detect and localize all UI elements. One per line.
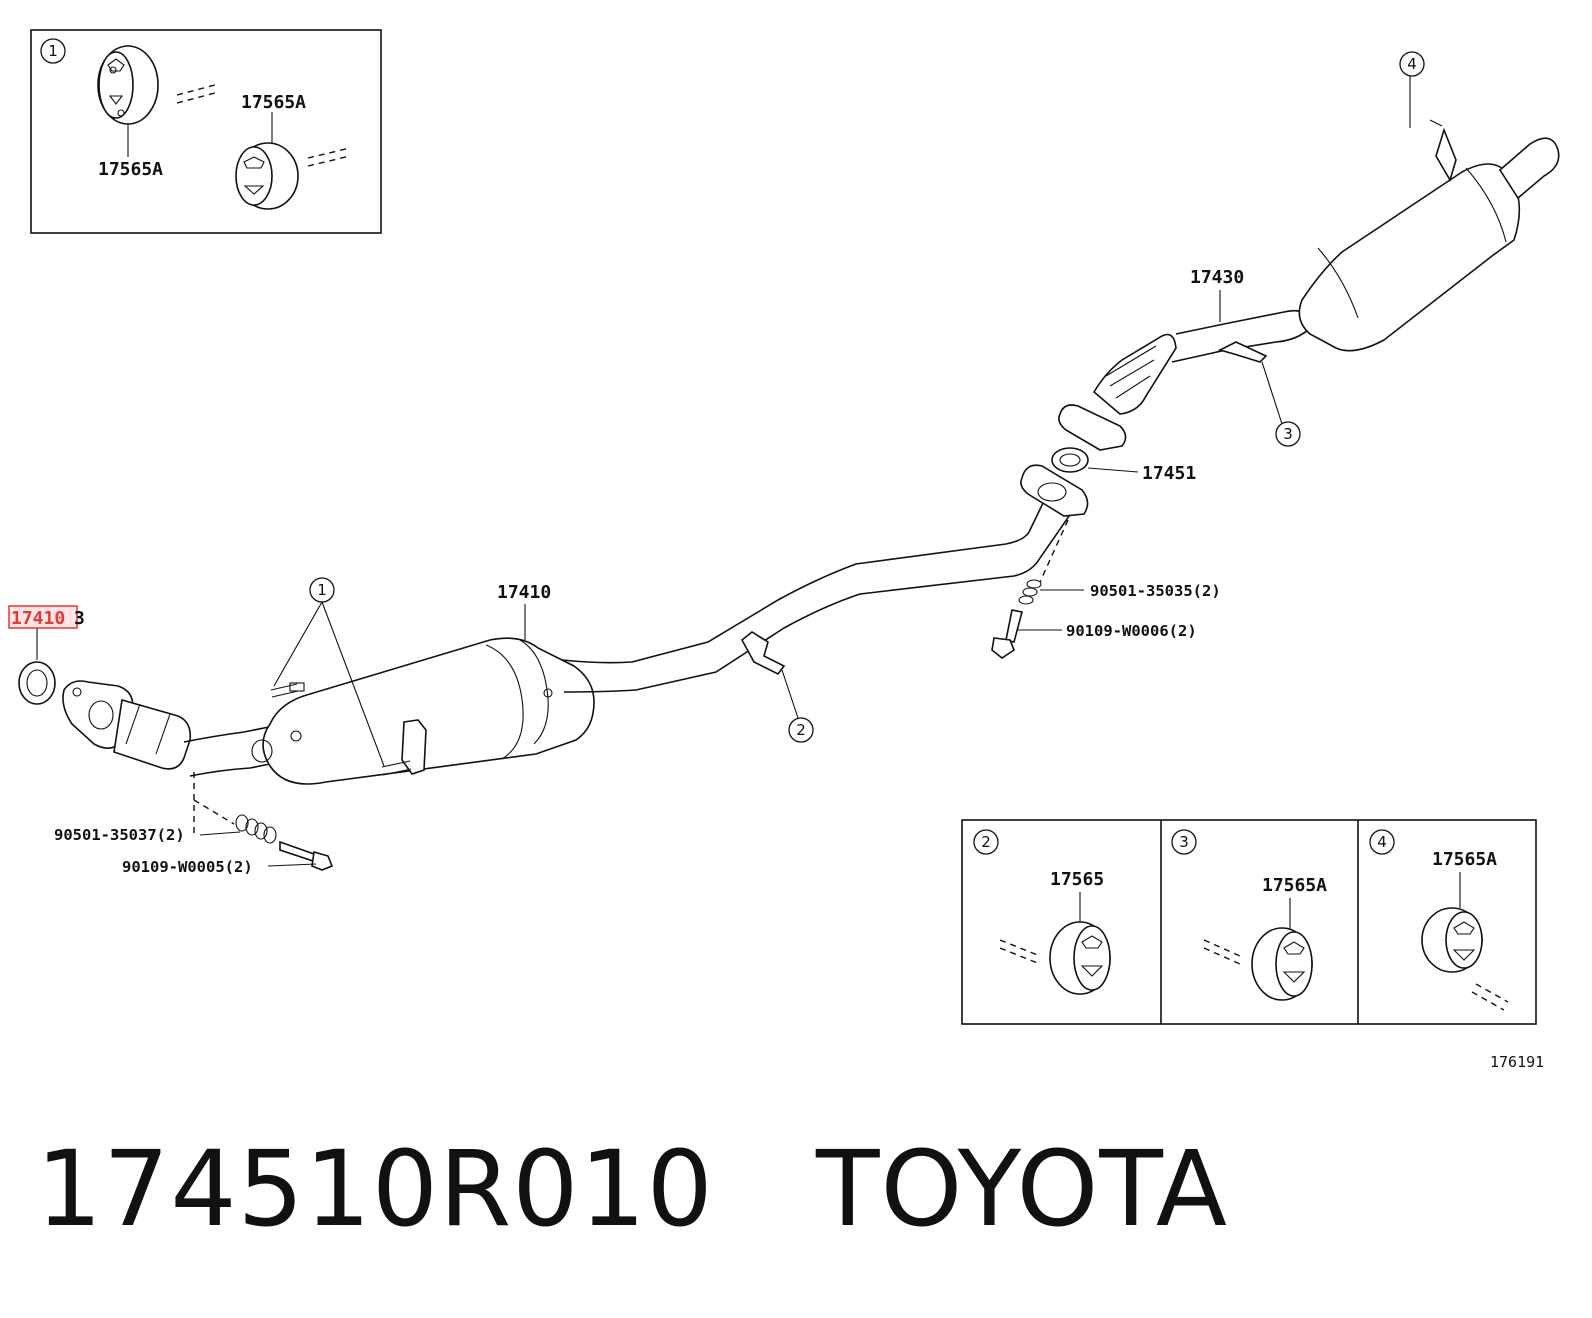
part-label-17565A: 17565A: [241, 92, 306, 113]
inset-callout-3: 3: [1171, 829, 1197, 855]
svg-text:1: 1: [317, 581, 327, 599]
main-converter: [262, 637, 595, 785]
part-caption: 174510R010 TOYOTA: [36, 1128, 1228, 1250]
svg-text:4: 4: [1407, 55, 1417, 73]
part-label-90501-35037: 90501-35037(2): [54, 826, 185, 844]
diagram-reference-number: 176191: [1490, 1053, 1544, 1071]
spring-icon: [1018, 579, 1042, 605]
part-label-17410: 17410: [497, 582, 551, 603]
svg-text:17410: 17410: [11, 608, 65, 629]
rear-muffler: [1298, 163, 1521, 352]
rubber-hanger-icon: [235, 142, 351, 210]
spring-icon: [235, 814, 277, 844]
part-label-17565A: 17565A: [1432, 849, 1497, 870]
part-number: 174510R010: [36, 1128, 714, 1250]
part-label-17565: 17565: [1050, 869, 1104, 890]
svg-text:3: 3: [1179, 833, 1189, 851]
brand-name: TOYOTA: [815, 1128, 1228, 1250]
callout-3: 3: [1275, 421, 1301, 447]
rubber-hanger-icon: [97, 45, 216, 125]
part-label-17430: 17430: [1190, 267, 1244, 288]
rear-flange: [1058, 404, 1127, 451]
inset-box-hangers: [961, 819, 1537, 1025]
inset-1-callout: 1: [40, 38, 66, 64]
rubber-hanger-icon: [999, 921, 1111, 995]
part-label-17565A: 17565A: [1262, 875, 1327, 896]
part-label-17451: 17451: [1142, 463, 1196, 484]
svg-text:3: 3: [74, 608, 85, 629]
svg-text:2: 2: [981, 833, 991, 851]
svg-text:3: 3: [1283, 425, 1293, 443]
part-label-90501-35035: 90501-35035(2): [1090, 582, 1221, 600]
part-label-90109-W0005: 90109-W0005(2): [122, 858, 253, 876]
inset-callout-2: 2: [973, 829, 999, 855]
mid-flange: [1020, 464, 1089, 517]
callout-4: 4: [1399, 51, 1425, 77]
svg-text:4: 4: [1377, 833, 1387, 851]
bolt-icon: [279, 840, 334, 871]
gasket-ring-icon: [1051, 447, 1089, 473]
mid-pipe: [561, 475, 1057, 664]
inset-box-1: [30, 29, 382, 234]
callout-number: 1: [48, 42, 58, 60]
part-label-90109-W0006: 90109-W0006(2): [1066, 622, 1197, 640]
bolt-icon: [991, 609, 1023, 659]
highlighted-part-label[interactable]: 17410 3: [8, 605, 85, 629]
inset-callout-4: 4: [1369, 829, 1395, 855]
part-label-17565A: 17565A: [98, 159, 163, 180]
gasket-ring-icon: [18, 661, 56, 705]
callout-1: 1: [309, 577, 335, 603]
rubber-hanger-icon: [1203, 927, 1313, 1001]
svg-text:2: 2: [796, 721, 806, 739]
rubber-hanger-icon: [1421, 907, 1509, 1011]
callout-2: 2: [788, 717, 814, 743]
